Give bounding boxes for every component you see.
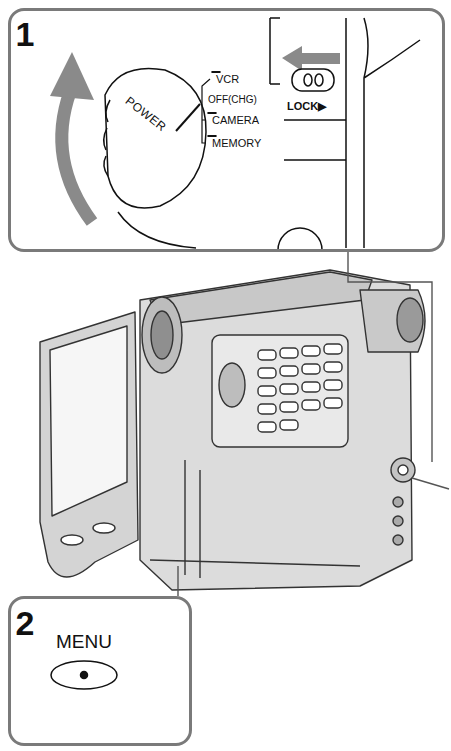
leader-lines bbox=[178, 252, 449, 596]
lock-switch bbox=[270, 18, 420, 250]
camcorder-body bbox=[397, 298, 423, 342]
power-dial bbox=[50, 52, 210, 248]
power-dial bbox=[176, 104, 200, 131]
menu-button bbox=[51, 661, 117, 689]
button-grid bbox=[324, 380, 342, 390]
camcorder-body bbox=[150, 560, 360, 566]
menu-button bbox=[51, 661, 117, 689]
button-grid bbox=[280, 402, 298, 412]
leader-line bbox=[348, 252, 432, 462]
callout-box: VCR CAMERA MEMORY 1 bbox=[8, 8, 445, 252]
button-grid bbox=[258, 368, 276, 378]
camcorder-body bbox=[140, 270, 425, 590]
camcorder-body bbox=[360, 290, 425, 352]
camcorder-body bbox=[219, 363, 245, 407]
button-grid bbox=[258, 350, 276, 360]
camcorder-body bbox=[150, 272, 372, 325]
camcorder-body bbox=[393, 516, 403, 526]
button-grid bbox=[258, 404, 276, 414]
power-dial bbox=[202, 79, 210, 143]
button-grid bbox=[324, 344, 342, 354]
camcorder-body bbox=[212, 335, 348, 447]
mode-text: CAMERA bbox=[212, 113, 259, 127]
callout-box: 2MENU bbox=[8, 596, 192, 746]
lock-switch bbox=[278, 228, 322, 250]
power-dial bbox=[50, 52, 94, 100]
camcorder-body bbox=[142, 297, 182, 373]
lock-switch bbox=[292, 69, 334, 91]
mode-text: VCR bbox=[216, 72, 239, 86]
mode-label: MEMORY bbox=[207, 135, 217, 137]
lock-switch bbox=[304, 74, 312, 86]
mode-label: CAMERA bbox=[207, 112, 217, 114]
mode-label: VCR bbox=[211, 71, 221, 73]
lcd-panel bbox=[40, 312, 138, 577]
power-dial bbox=[62, 92, 92, 222]
lock-switch bbox=[282, 46, 340, 71]
button-label: MENU bbox=[56, 631, 112, 653]
camcorder-body bbox=[185, 460, 200, 578]
button-grid bbox=[280, 366, 298, 376]
camcorder-body bbox=[398, 465, 408, 475]
button-grid bbox=[302, 382, 320, 392]
mode-text: OFF(CHG) bbox=[208, 94, 257, 106]
button-grid bbox=[302, 364, 320, 374]
callout-number: 1 bbox=[16, 16, 35, 52]
button-grid bbox=[258, 386, 276, 396]
button-grid bbox=[324, 362, 342, 372]
callout-number: 2 bbox=[16, 605, 35, 641]
mode-text: MEMORY bbox=[212, 136, 261, 150]
leader-line bbox=[412, 478, 449, 489]
lcd-panel bbox=[50, 326, 127, 516]
lock-switch bbox=[346, 18, 420, 248]
button-grid bbox=[302, 400, 320, 410]
lock-switch bbox=[284, 120, 346, 160]
power-dial bbox=[118, 212, 196, 248]
lcd-panel bbox=[40, 312, 138, 577]
power-dial bbox=[105, 68, 206, 208]
button-grid bbox=[280, 384, 298, 394]
leader-line bbox=[177, 566, 178, 596]
button-grid bbox=[258, 422, 276, 432]
menu-button bbox=[81, 672, 88, 679]
camcorder-body bbox=[393, 497, 403, 507]
button-grid bbox=[280, 420, 298, 430]
button-grid bbox=[324, 398, 342, 408]
camcorder-body bbox=[391, 458, 415, 482]
button-grid bbox=[258, 344, 342, 432]
button-grid bbox=[280, 348, 298, 358]
camcorder-body bbox=[393, 535, 403, 545]
lcd-panel bbox=[61, 535, 83, 545]
switch-label: LOCK▶ bbox=[287, 100, 326, 113]
lock-switch bbox=[315, 74, 323, 86]
power-dial bbox=[104, 100, 110, 176]
lock-switch bbox=[270, 18, 280, 84]
lcd-panel bbox=[93, 523, 115, 533]
button-grid bbox=[302, 346, 320, 356]
camcorder-body bbox=[151, 311, 173, 359]
